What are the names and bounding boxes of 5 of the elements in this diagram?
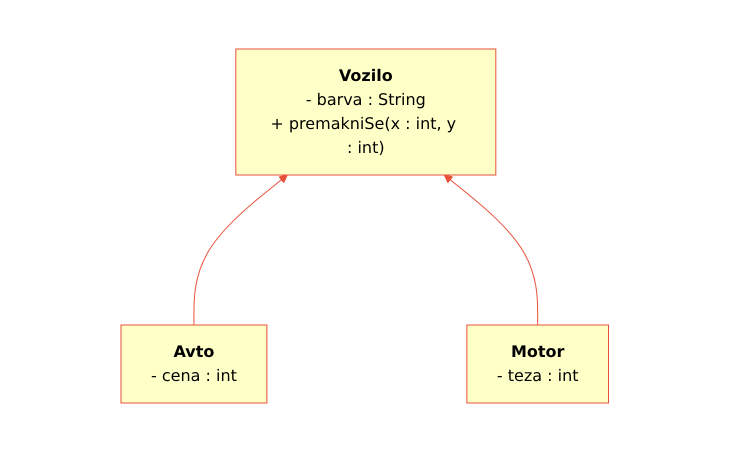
node-box: Vozilo - barva : String + premakniSe(x : int, y : int): [235, 48, 496, 175]
arrow: [193, 174, 288, 325]
node-box: Motor - teza : int: [466, 324, 609, 403]
node-box: Avto - cena : int: [120, 324, 268, 403]
arrow: [444, 174, 538, 325]
